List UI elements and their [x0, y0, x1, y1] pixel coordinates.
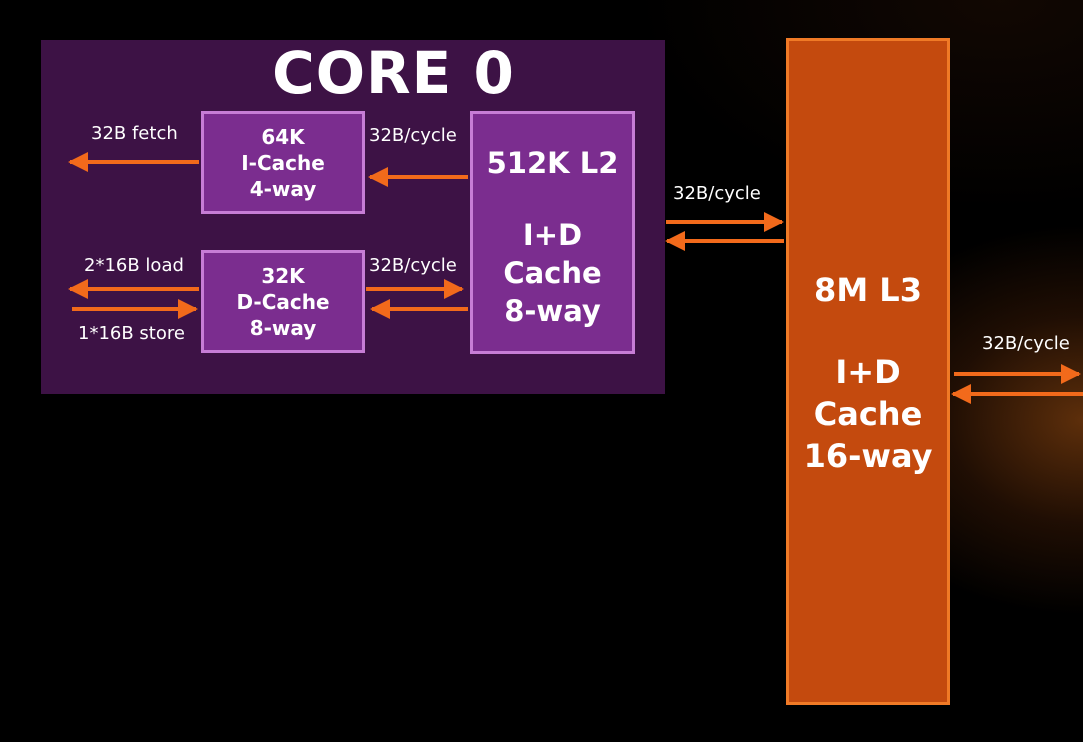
icache-assoc: 4-way — [249, 176, 317, 201]
l3-out-bandwidth-label: 32B/cycle — [982, 333, 1070, 354]
fetch-label: 32B fetch — [91, 123, 178, 144]
dcache-size: 32K — [261, 263, 305, 288]
icache-type: I-Cache — [241, 150, 325, 175]
l3-cache-block: 8M L3 I+D Cache 16-way — [786, 38, 950, 705]
l2-assoc: 8-way — [504, 294, 601, 328]
icache-l2-bandwidth-label: 32B/cycle — [369, 125, 457, 146]
icache-block: 64K I-Cache 4-way — [201, 111, 365, 214]
icache-size: 64K — [261, 124, 305, 149]
dcache-block: 32K D-Cache 8-way — [201, 250, 365, 353]
l3-assoc: 16-way — [803, 437, 933, 475]
core-title: CORE 0 — [272, 39, 515, 107]
store-label: 1*16B store — [78, 323, 185, 344]
l2-cache-word: Cache — [503, 256, 602, 290]
l2-l3-bandwidth-label: 32B/cycle — [673, 183, 761, 204]
l3-type: I+D — [835, 353, 901, 391]
l2-type: I+D — [522, 218, 583, 252]
l2-size: 512K L2 — [486, 146, 619, 180]
l2-cache-block: 512K L2 I+D Cache 8-way — [470, 111, 635, 354]
dcache-l2-bandwidth-label: 32B/cycle — [369, 255, 457, 276]
dcache-type: D-Cache — [236, 289, 330, 314]
l3-size: 8M L3 — [814, 271, 922, 309]
dcache-assoc: 8-way — [249, 315, 317, 340]
l3-cache-word: Cache — [813, 395, 923, 433]
load-label: 2*16B load — [84, 255, 184, 276]
